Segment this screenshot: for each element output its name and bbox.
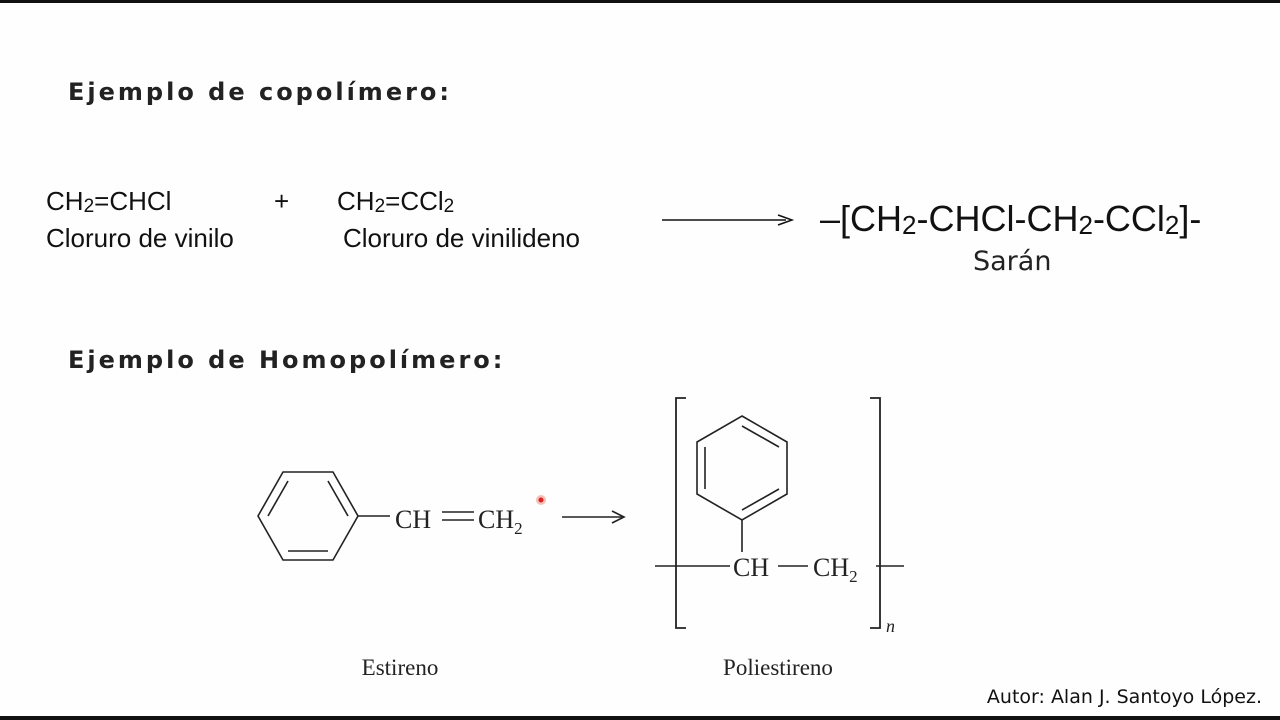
polystyrene-benzene-ring-icon <box>696 415 788 521</box>
right-bracket-icon <box>870 397 881 629</box>
saran-formula: –[CH2-CHCl-CH2-CCl2]- <box>820 198 1202 240</box>
bottom-border <box>0 716 1280 720</box>
vinylidene-chloride-formula: CH2=CCl2 <box>337 186 455 217</box>
polystyrene-name: Poliestireno <box>723 655 833 680</box>
repeat-unit-n: n <box>886 616 895 636</box>
styrene-polymerization-diagram: CH CH2 n CH CH2 Estireno Poliestireno <box>257 397 904 680</box>
left-bracket-icon <box>675 397 686 629</box>
polymer-ch-label: CH <box>733 553 769 582</box>
homopolymer-heading: Ejemplo de Homopolímero: <box>68 346 506 374</box>
reaction-arrow-icon <box>662 214 795 226</box>
styrene-benzene-ring-icon <box>257 471 359 561</box>
vinyl-chloride-formula: CH2=CHCl <box>46 186 172 217</box>
polymer-ch2-label: CH2 <box>813 553 858 586</box>
plus-sign: + <box>274 186 290 216</box>
vinylidene-chloride-name: Cloruro de vinilideno <box>343 223 581 253</box>
pointer-dot-center <box>538 497 544 503</box>
polymerization-arrow-icon <box>562 510 626 524</box>
styrene-name: Estireno <box>362 655 439 680</box>
styrene-ch-label: CH <box>395 505 431 534</box>
styrene-ch2-label: CH2 <box>478 505 523 538</box>
saran-name: Sarán <box>973 246 1052 277</box>
copolymer-heading: Ejemplo de copolímero: <box>68 78 453 106</box>
vinyl-chloride-name: Cloruro de vinilo <box>46 223 234 253</box>
top-border <box>0 0 1280 3</box>
author-credit: Autor: Alan J. Santoyo López. <box>986 686 1262 708</box>
